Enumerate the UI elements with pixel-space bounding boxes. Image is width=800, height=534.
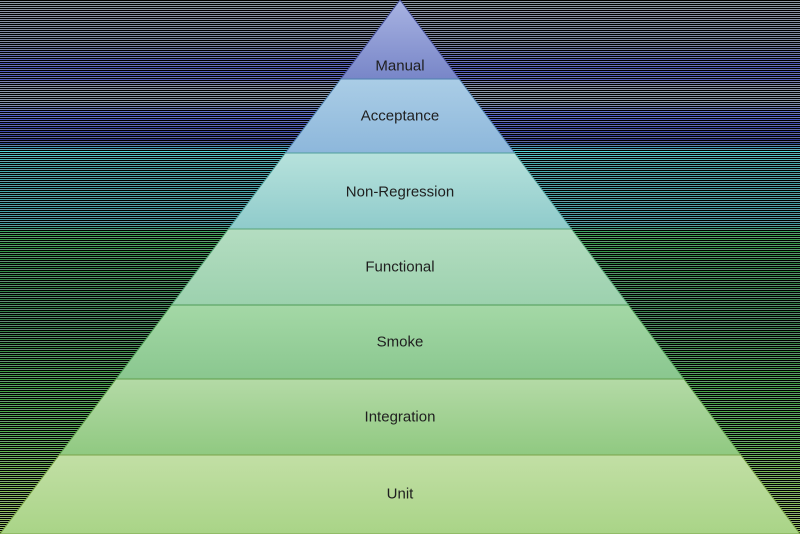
level-label-integration: Integration bbox=[365, 409, 436, 426]
level-label-unit: Unit bbox=[387, 486, 415, 503]
pyramid-level-unit bbox=[0, 454, 800, 534]
level-label-acceptance: Acceptance bbox=[361, 108, 439, 125]
level-label-manual: Manual bbox=[375, 58, 424, 75]
level-label-non-regression: Non-Regression bbox=[346, 184, 454, 201]
level-label-smoke: Smoke bbox=[377, 334, 424, 351]
level-label-functional: Functional bbox=[365, 259, 434, 276]
